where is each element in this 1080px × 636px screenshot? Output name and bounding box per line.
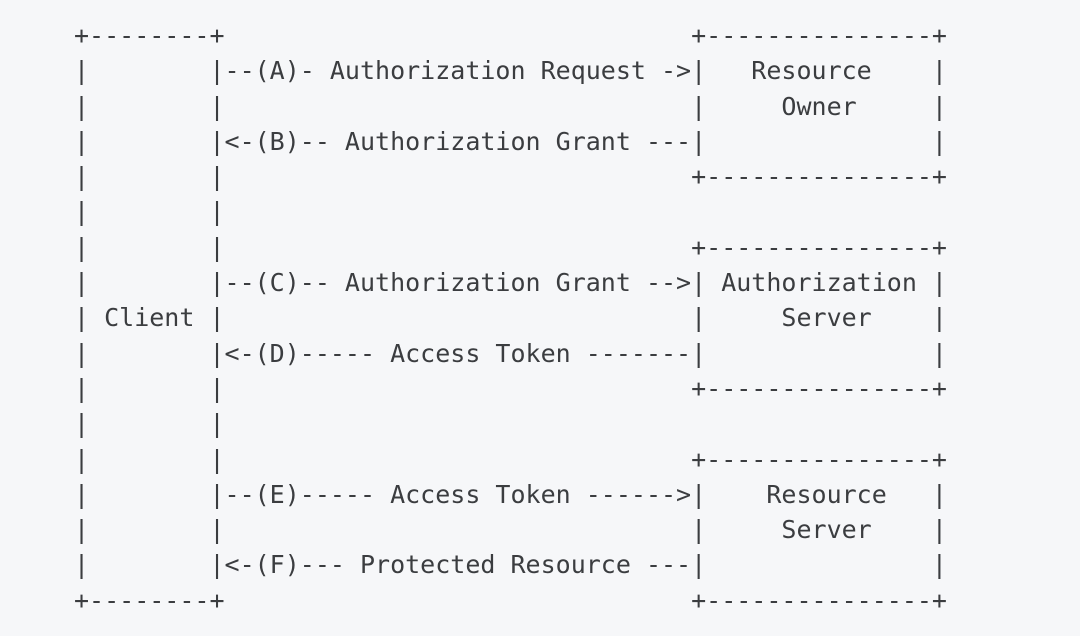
diagram-line-step-d: | |<-(D)----- Access Token -------| |	[74, 338, 947, 368]
diagram-line-owner-bottom-border: | | +---------------+	[74, 162, 947, 192]
diagram-line-step-f: | |<-(F)--- Protected Resource ---| |	[74, 550, 947, 580]
diagram-line-spacer-1: | |	[74, 197, 225, 227]
diagram-line-resource-server-label: | | | Server |	[74, 515, 947, 545]
diagram-line-resource-owner: | | | Owner |	[74, 91, 947, 121]
ascii-flow-diagram: +--------+ +---------------+ | |--(A)- Au…	[74, 18, 947, 618]
diagram-line-bottom-border: +--------+ +---------------+	[74, 585, 947, 615]
diagram-line-step-b: | |<-(B)-- Authorization Grant ---| |	[74, 126, 947, 156]
diagram-line-step-c: | |--(C)-- Authorization Grant -->| Auth…	[74, 268, 947, 298]
diagram-line-step-a: | |--(A)- Authorization Request ->| Reso…	[74, 56, 947, 86]
diagram-line-step-e: | |--(E)----- Access Token ------>| Reso…	[74, 479, 947, 509]
diagram-line-auth-server-bottom-border: | | +---------------+	[74, 373, 947, 403]
diagram-line-spacer-2: | |	[74, 409, 225, 439]
diagram-line-resource-server-top-border: | | +---------------+	[74, 444, 947, 474]
diagram-line-top-border: +--------+ +---------------+	[74, 21, 947, 50]
diagram-line-auth-server-top-border: | | +---------------+	[74, 232, 947, 262]
diagram-line-client-label: | Client | | Server |	[74, 303, 947, 333]
